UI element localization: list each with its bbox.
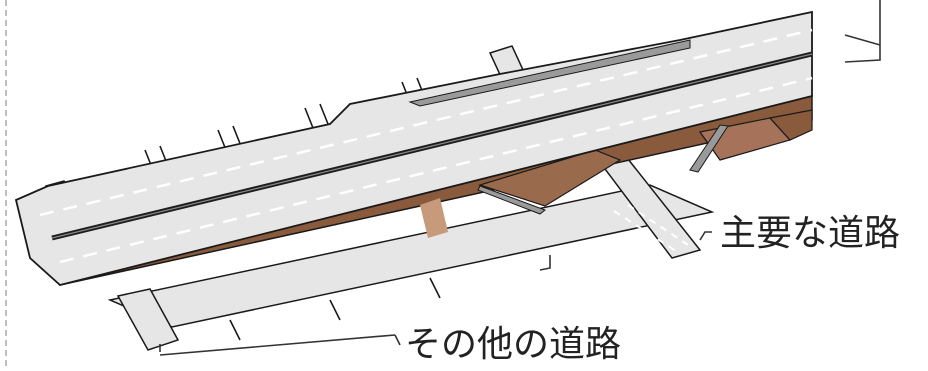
- ramp-top: [408, 39, 691, 107]
- leader-lines: [159, 0, 881, 356]
- lane-marking-2: [59, 76, 813, 264]
- leader-main-road: [699, 231, 712, 241]
- embankment-highlight: [420, 198, 448, 238]
- main-road: [14, 10, 813, 286]
- leader-main-road-top: [844, 0, 881, 63]
- other-roads-label: その他の道路: [405, 324, 622, 365]
- leader-other-roads: [159, 334, 401, 356]
- ramp-bottom: [477, 185, 547, 215]
- side-road-bottom-1: [116, 288, 180, 351]
- lane-marking-1: [39, 28, 813, 217]
- frontage-road: [107, 158, 715, 351]
- main-road-label: 主要な道路: [720, 213, 901, 254]
